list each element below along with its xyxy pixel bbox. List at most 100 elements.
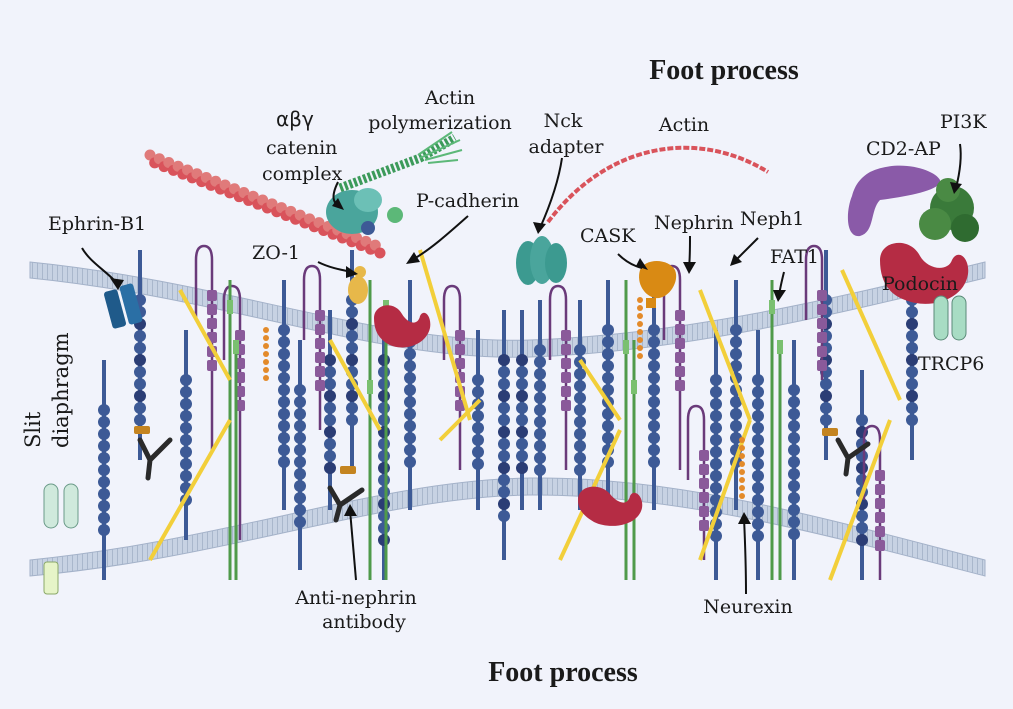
nephrin-bead xyxy=(472,374,484,386)
fat1-domain xyxy=(777,340,783,354)
nephrin-bead xyxy=(534,452,546,464)
nephrin-bead xyxy=(516,378,528,390)
nephrin-bead xyxy=(404,444,416,456)
nephrin-bead xyxy=(324,438,336,450)
nephrin-bead xyxy=(404,456,416,468)
nephrin-bead xyxy=(602,372,614,384)
nephrin-bead xyxy=(730,360,742,372)
neurexin-bead xyxy=(263,359,269,365)
p-cadherin-strand xyxy=(418,249,472,421)
nephrin-bead xyxy=(294,468,306,480)
nephrin-bead xyxy=(98,488,110,500)
nephrin-bead xyxy=(648,348,660,360)
nephrin-bead xyxy=(346,354,358,366)
nephrin-bead xyxy=(134,366,146,378)
nephrin-bead xyxy=(730,324,742,336)
neph1-domain xyxy=(315,338,325,349)
nephrin-bead xyxy=(906,306,918,318)
nephrin-bead xyxy=(294,504,306,516)
nephrin-bead xyxy=(294,492,306,504)
nephrin-bead xyxy=(180,422,192,434)
nephrin-bead xyxy=(498,414,510,426)
nephrin-bead xyxy=(378,450,390,462)
nephrin-bead xyxy=(906,378,918,390)
neurexin-bead xyxy=(263,351,269,357)
nck-adapter xyxy=(516,236,567,285)
nephrin-bead xyxy=(404,372,416,384)
label-actin-poly-line1: Actin xyxy=(424,87,475,109)
nephrin-bead xyxy=(788,504,800,516)
nephrin-bead xyxy=(534,380,546,392)
nephrin-bead xyxy=(324,378,336,390)
nephrin-bead xyxy=(574,404,586,416)
neph1-domain xyxy=(235,330,245,341)
nephrin-bead xyxy=(498,510,510,522)
nephrin-bead xyxy=(294,516,306,528)
nephrin-bead xyxy=(378,366,390,378)
nephrin-bead xyxy=(648,408,660,420)
neph1-domain xyxy=(675,310,685,321)
nephrin-bead xyxy=(346,402,358,414)
nephrin-bead xyxy=(752,434,764,446)
neph1-strand xyxy=(222,284,242,540)
podocin-protein xyxy=(880,242,969,304)
nephrin-bead xyxy=(404,360,416,372)
podocin-upper-left xyxy=(374,305,431,348)
neurexin-bead xyxy=(637,353,643,359)
p-cadherin-strand xyxy=(698,419,752,561)
nephrin-bead xyxy=(180,458,192,470)
nephrin-bead xyxy=(574,452,586,464)
neph1-strand xyxy=(302,264,322,430)
nephrin-bead xyxy=(788,492,800,504)
nephrin-bead xyxy=(602,408,614,420)
nephrin-bead xyxy=(710,410,722,422)
label-trcp6: TRCP6 xyxy=(918,353,984,375)
neph1-domain xyxy=(675,380,685,391)
neph1-domain xyxy=(875,512,885,523)
neph1-domain xyxy=(875,498,885,509)
nephrin-bead xyxy=(278,348,290,360)
label-catenin-line1: catenin xyxy=(266,137,337,159)
actin-bead xyxy=(374,247,386,259)
nephrin-bead xyxy=(498,438,510,450)
label-podocin: Podocin xyxy=(882,273,958,295)
nephrin-bead xyxy=(710,470,722,482)
nephrin-bead xyxy=(378,378,390,390)
neurexin-bead xyxy=(739,445,745,451)
nephrin-bead xyxy=(378,510,390,522)
nephrin-bead xyxy=(534,464,546,476)
nephrin-bead xyxy=(378,498,390,510)
nephrin-bead xyxy=(752,470,764,482)
catenin-complex xyxy=(326,188,403,235)
nephrin-bead xyxy=(378,486,390,498)
nephrin-bead xyxy=(710,446,722,458)
nephrin-bead xyxy=(906,342,918,354)
neph1-domain xyxy=(561,358,571,369)
cd2ap-protein xyxy=(847,165,941,237)
neurexin-bead xyxy=(263,343,269,349)
nephrin-bead xyxy=(278,420,290,432)
nephrin-bead xyxy=(574,464,586,476)
nephrin-bead xyxy=(294,432,306,444)
nephrin-bead xyxy=(906,318,918,330)
nephrin-bead xyxy=(752,410,764,422)
neurexin-bead xyxy=(739,453,745,459)
nephrin-bead xyxy=(730,336,742,348)
nephrin-bead xyxy=(378,522,390,534)
neph1-domain xyxy=(207,318,217,329)
nephrin-bead xyxy=(516,366,528,378)
nephrin-bead xyxy=(134,330,146,342)
neph1-strand xyxy=(194,244,214,450)
nephrin-bead xyxy=(324,426,336,438)
podocin-lower xyxy=(578,486,643,526)
nephrin-bead xyxy=(278,324,290,336)
fat1-domain xyxy=(769,300,775,314)
nephrin-bead xyxy=(324,366,336,378)
neph1-domain xyxy=(817,290,827,301)
anti-nephrin-antibodies xyxy=(137,437,871,523)
neph1-domain xyxy=(207,304,217,315)
label-fat1: FAT1 xyxy=(770,246,819,268)
neph1-domain xyxy=(455,358,465,369)
nephrin-bead xyxy=(378,474,390,486)
